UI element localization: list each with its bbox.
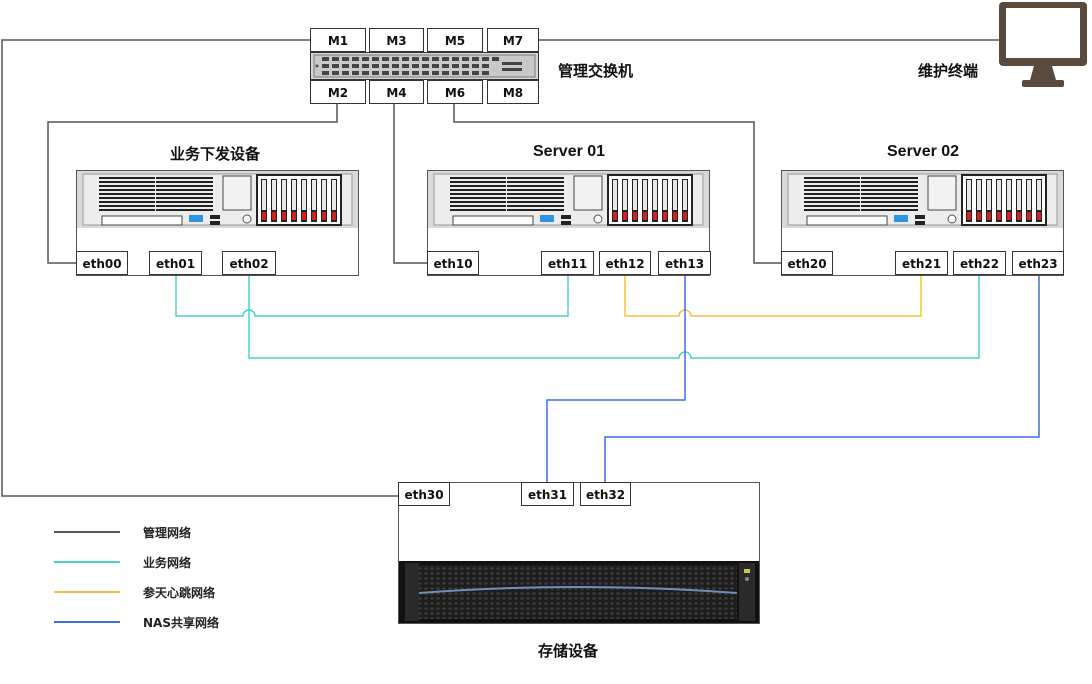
mgmt-line-m2-eth00 xyxy=(47,104,338,264)
legend-label-management: 管理网络 xyxy=(143,526,192,540)
terminal-label: 维护终端 xyxy=(918,62,979,80)
legend-swatches xyxy=(54,531,120,623)
nas-line-eth23-eth32 xyxy=(604,276,1040,484)
nas-line-eth13-eth31 xyxy=(546,276,686,484)
biz-line-eth02-eth22 xyxy=(248,276,980,359)
storage-front-panel xyxy=(399,561,759,623)
business-device xyxy=(76,170,359,276)
port-eth22[interactable]: eth22 xyxy=(953,251,1006,275)
hb-line-eth12-eth21 xyxy=(624,276,922,317)
port-eth12[interactable]: eth12 xyxy=(599,251,651,275)
switch-port-m6[interactable]: M6 xyxy=(427,80,483,104)
legend-label-business: 业务网络 xyxy=(143,556,192,570)
server01-label: Server 01 xyxy=(533,143,606,160)
switch-port-m4[interactable]: M4 xyxy=(369,80,424,104)
business-network-lines xyxy=(175,276,980,359)
server-front-panel xyxy=(77,171,358,228)
monitor-icon xyxy=(999,2,1087,87)
switch-port-m2[interactable]: M2 xyxy=(310,80,366,104)
server02-label: Server 02 xyxy=(887,143,960,160)
switch-port-m7[interactable]: M7 xyxy=(487,28,539,52)
port-eth30[interactable]: eth30 xyxy=(398,482,450,506)
switch-port-m5[interactable]: M5 xyxy=(427,28,483,52)
port-eth32[interactable]: eth32 xyxy=(580,482,631,506)
mgmt-line-m6-eth20 xyxy=(453,104,781,264)
port-eth01[interactable]: eth01 xyxy=(149,251,202,275)
management-network-lines xyxy=(1,39,1000,497)
port-eth21[interactable]: eth21 xyxy=(895,251,948,275)
legend-label-heartbeat: 参天心跳网络 xyxy=(143,586,216,600)
port-eth13[interactable]: eth13 xyxy=(658,251,711,275)
business-device-label: 业务下发设备 xyxy=(170,145,261,163)
storage-label: 存储设备 xyxy=(538,642,599,660)
port-eth20[interactable]: eth20 xyxy=(781,251,833,275)
switch-port-m1[interactable]: M1 xyxy=(310,28,366,52)
port-eth11[interactable]: eth11 xyxy=(541,251,594,275)
heartbeat-network-lines xyxy=(624,276,922,317)
switch-port-m8[interactable]: M8 xyxy=(487,80,539,104)
port-eth00[interactable]: eth00 xyxy=(76,251,128,275)
port-eth31[interactable]: eth31 xyxy=(521,482,574,506)
port-eth10[interactable]: eth10 xyxy=(427,251,479,275)
switch-port-m3[interactable]: M3 xyxy=(369,28,424,52)
biz-line-eth01-eth11 xyxy=(175,276,569,317)
server-front-panel xyxy=(782,171,1063,228)
mgmt-line-m4-eth10 xyxy=(393,104,428,264)
port-eth02[interactable]: eth02 xyxy=(222,251,276,275)
nas-network-lines xyxy=(546,276,1040,484)
switch-label: 管理交换机 xyxy=(558,62,634,80)
storage-device xyxy=(398,482,760,624)
legend-label-nas: NAS共享网络 xyxy=(143,616,219,630)
port-eth23[interactable]: eth23 xyxy=(1012,251,1064,275)
server-front-panel xyxy=(428,171,709,228)
mgmt-line-m1-eth30 xyxy=(1,39,400,497)
management-switch-body xyxy=(310,52,539,80)
